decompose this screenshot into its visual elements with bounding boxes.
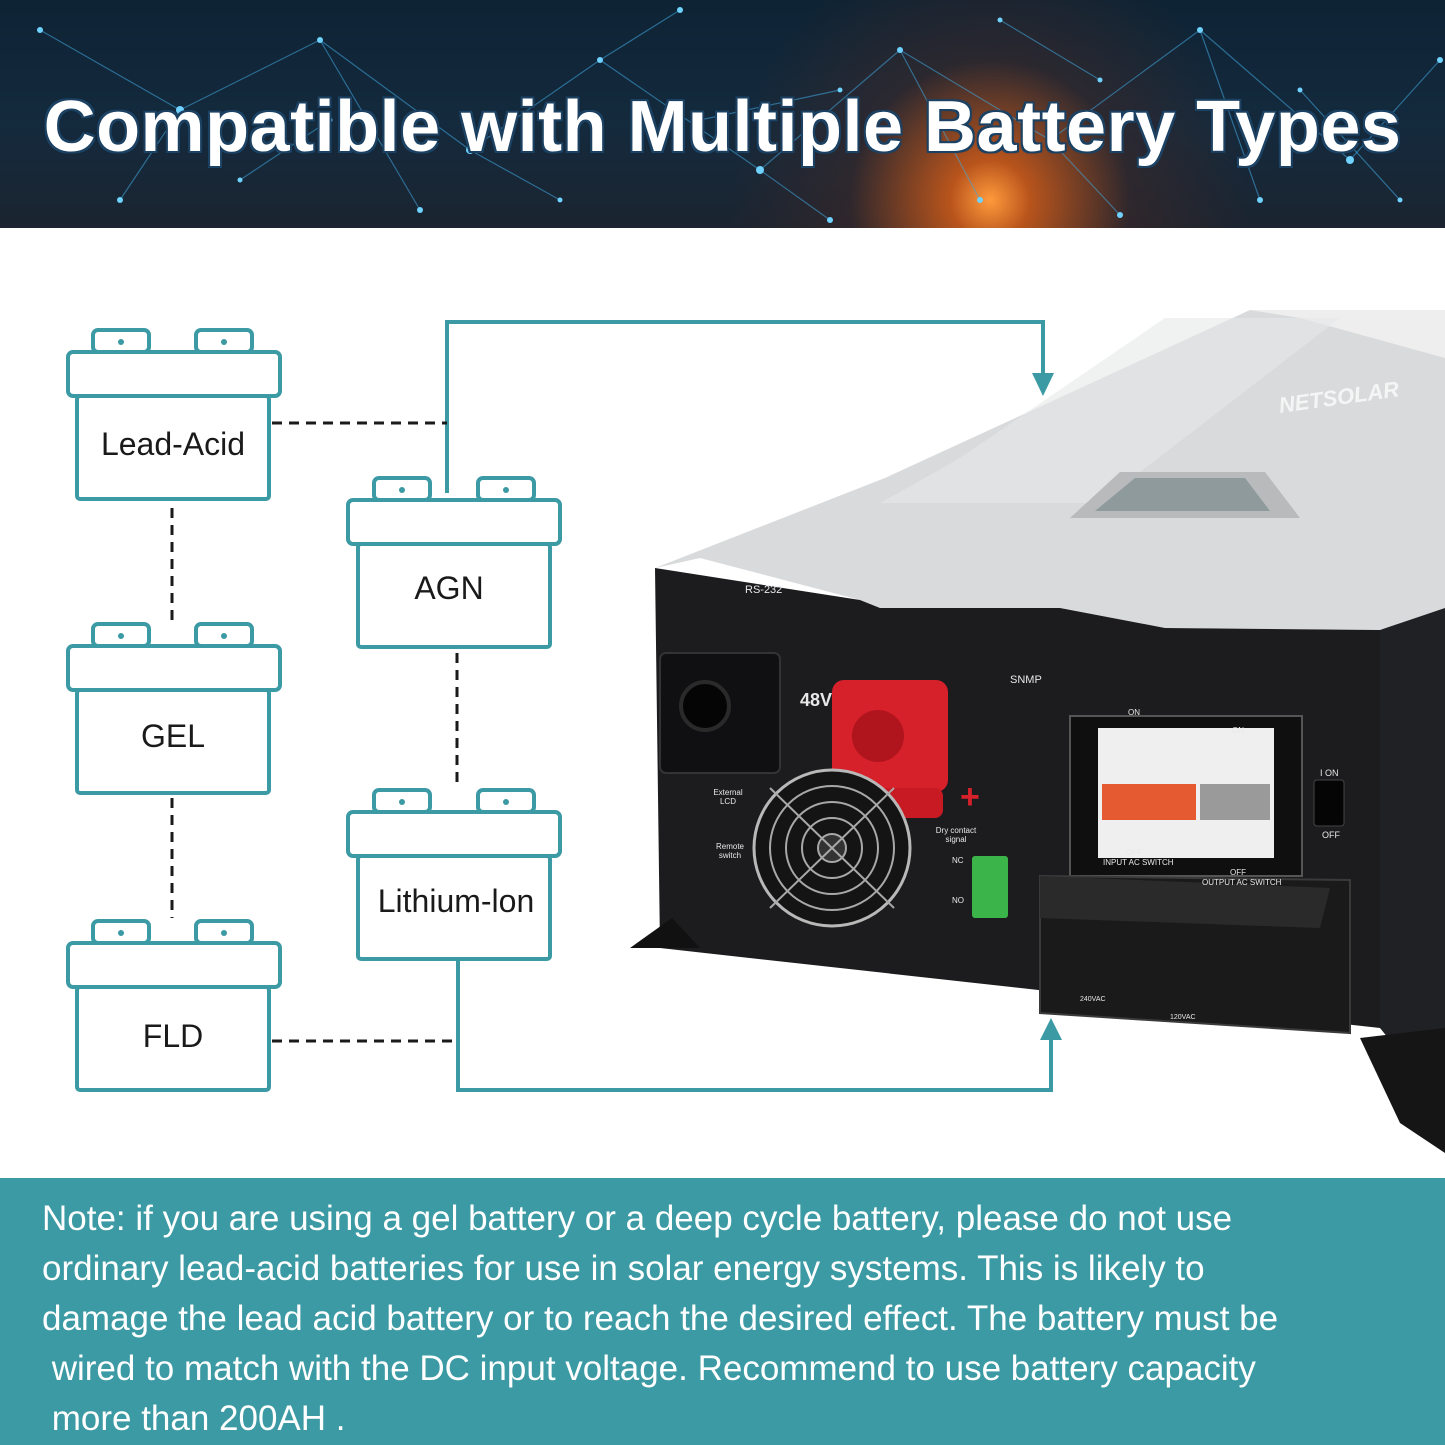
network-background: [37, 7, 1443, 223]
battery-icons: [66, 328, 562, 1092]
battery-label-gel: GEL: [140, 718, 206, 754]
battery-diagram: + N: [0, 228, 1445, 1178]
external-lcd-label: External LCD: [713, 788, 743, 806]
power-off-label: OFF: [1322, 830, 1340, 840]
connector-lines: [445, 320, 1053, 1092]
power-on-label: I ON: [1320, 768, 1339, 778]
terminal-dots: [118, 339, 509, 936]
output-240vac-label: 240VAC: [1080, 996, 1106, 1003]
note-text: Note: if you are using a gel battery or …: [42, 1194, 1422, 1444]
battery-label-fld: FLD: [142, 1018, 204, 1054]
svg-text:+: +: [960, 778, 980, 816]
note-line: more than 200AH .: [42, 1399, 346, 1438]
arrow-down-icon: [1032, 373, 1054, 396]
input-ac-switch-label: INPUT AC SWITCH: [1103, 858, 1174, 867]
input-switch-on-label: ON: [1128, 708, 1140, 717]
battery-label-agn: AGN: [414, 570, 484, 606]
note-panel: Note: if you are using a gel battery or …: [0, 1178, 1445, 1445]
terminal-nc-label: NC: [952, 856, 964, 865]
inverter-illustration: + N: [630, 310, 1445, 1153]
note-line: wired to match with the DC input voltage…: [42, 1349, 1256, 1388]
battery-label-lithium-ion: Lithium-lon: [377, 883, 535, 919]
output-switch-off-label: OFF: [1230, 868, 1246, 877]
voltage-label: 48V: [800, 690, 833, 710]
terminal-no-label: NO: [952, 896, 964, 905]
output-switch-on-label: ON: [1232, 726, 1244, 735]
remote-switch-label: Remote switch: [715, 842, 744, 860]
battery-label-lead-acid: Lead-Acid: [100, 426, 246, 462]
page-title: Compatible with Multiple Battery Types: [43, 87, 1402, 167]
output-ac-switch-label: OUTPUT AC SWITCH: [1202, 878, 1282, 887]
arrow-up-icon: [1040, 1018, 1062, 1040]
diagram-graphics: + N: [66, 310, 1445, 1153]
output-120vac-label: 120VAC: [1170, 1014, 1196, 1021]
header-banner: Compatible with Multiple Battery Types: [0, 0, 1445, 228]
dry-contact-label: Dry contact signal: [935, 826, 977, 844]
snmp-port-label: SNMP: [1010, 674, 1042, 686]
note-line: ordinary lead-acid batteries for use in …: [42, 1249, 1205, 1288]
rs232-port-label: RS-232: [745, 584, 783, 596]
input-switch-off-label: OFF: [1126, 848, 1142, 857]
note-line: damage the lead acid battery or to reach…: [42, 1299, 1279, 1338]
note-line: Note: if you are using a gel battery or …: [42, 1199, 1233, 1238]
dashed-links: [170, 421, 459, 1043]
